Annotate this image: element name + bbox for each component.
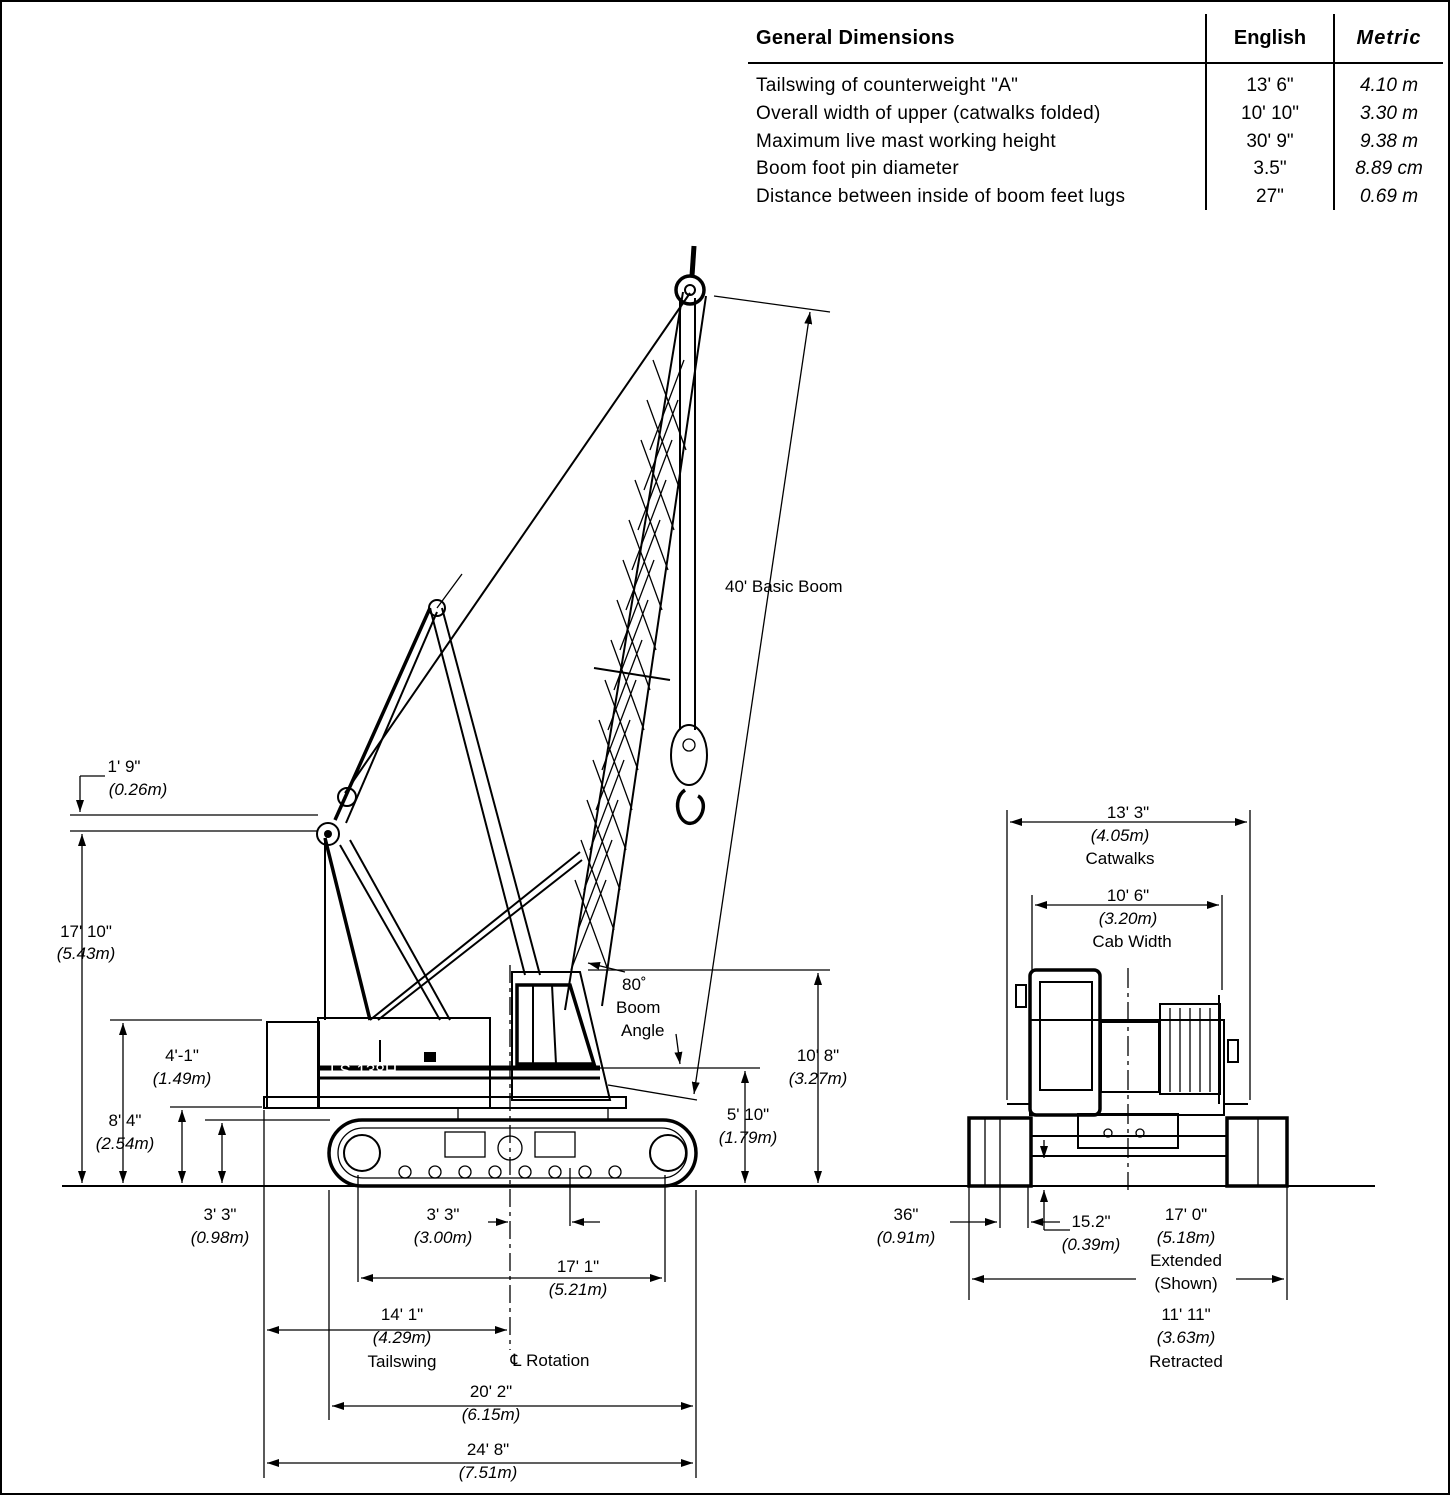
cab-height-metric: (3.27m)	[789, 1069, 848, 1088]
model-plate: LS-138H	[330, 1061, 397, 1080]
row-metric: 0.69 m	[1359, 185, 1419, 207]
gauge-retracted-label: Retracted	[1149, 1352, 1223, 1371]
side-dimension-lines	[70, 295, 831, 1478]
gauge-retracted-english: 11' 11"	[1161, 1305, 1210, 1324]
front-view-crane	[967, 968, 1289, 1190]
table-row: Overall width of upper (catwalks folded)…	[748, 99, 1443, 128]
gauge-shown-label: (Shown)	[1154, 1274, 1217, 1293]
mast-height-english: 17' 10"	[60, 922, 112, 941]
cab-height-english: 10' 8"	[797, 1046, 839, 1065]
table-row: Tailswing of counterweight "A" 13' 6" 4.…	[748, 63, 1443, 100]
row-metric: 9.38 m	[1359, 130, 1419, 152]
tumbler-distance-english: 17' 1"	[557, 1257, 599, 1276]
gauge-retracted-metric: (3.63m)	[1157, 1328, 1216, 1347]
row-english: 10' 10"	[1206, 99, 1335, 128]
crawler-track	[327, 1118, 698, 1188]
gauge-extended-english: 17' 0"	[1165, 1205, 1207, 1224]
tailswing-label: Tailswing	[368, 1352, 437, 1371]
rotation-centerline-label: ℄ Rotation	[510, 1351, 590, 1370]
track-length-metric: (6.15m)	[462, 1405, 521, 1424]
boom-angle-value: 80˚	[622, 975, 647, 994]
table-row: Distance between inside of boom feet lug…	[748, 182, 1443, 210]
rotation-offset-metric: (3.00m)	[414, 1228, 473, 1247]
general-dimensions-table: General Dimensions English Metric Tailsw…	[748, 14, 1443, 210]
boom-lattice	[570, 359, 687, 971]
tailswing-metric: (4.29m)	[373, 1328, 432, 1347]
front-dimension-lines	[950, 810, 1288, 1300]
side-view-crane: LS-138H	[263, 245, 708, 1188]
row-metric: 3.30 m	[1359, 103, 1419, 125]
table-row: Boom foot pin diameter 3.5" 8.89 cm	[748, 154, 1443, 183]
hook-block	[670, 724, 708, 786]
overall-length-english: 24' 8"	[467, 1440, 509, 1459]
cab-width-label: Cab Width	[1092, 932, 1171, 951]
track-shoe-english: 36"	[894, 1205, 919, 1224]
row-name: Tailswing of counterweight "A"	[748, 63, 1207, 100]
counterweight-height-english: 4'-1"	[165, 1046, 199, 1065]
tumbler-distance-metric: (5.21m)	[549, 1280, 608, 1299]
mast-height-metric: (5.43m)	[57, 944, 116, 963]
row-name: Boom foot pin diameter	[748, 154, 1207, 183]
row-name: Overall width of upper (catwalks folded)	[748, 99, 1207, 128]
mast-top-metric: (0.26m)	[109, 780, 168, 799]
row-english: 30' 9"	[1206, 127, 1335, 155]
operator-cab	[511, 971, 612, 1101]
front-upper	[1029, 1019, 1225, 1116]
row-english: 13' 6"	[1206, 63, 1335, 100]
table-row: Maximum live mast working height 30' 9" …	[748, 127, 1443, 155]
right-crawler	[1225, 1116, 1289, 1188]
catwalks-english: 13' 3"	[1107, 803, 1149, 822]
ground-clearance-metric: (0.98m)	[191, 1228, 250, 1247]
row-metric: 4.10 m	[1359, 75, 1419, 97]
cab-width-metric: (3.20m)	[1099, 909, 1158, 928]
boom-angle-label-2: Angle	[621, 1021, 664, 1040]
mast-top-english: 1' 9"	[108, 757, 141, 776]
row-name: Maximum live mast working height	[748, 127, 1207, 155]
rotation-offset-english: 3' 3"	[427, 1205, 460, 1224]
catwalks-label: Catwalks	[1086, 849, 1155, 868]
boom-point-sheave	[674, 274, 706, 306]
row-name: Distance between inside of boom feet lug…	[748, 182, 1207, 210]
carbody-clearance-english: 15.2"	[1071, 1212, 1110, 1231]
tailswing-english: 14' 1"	[381, 1305, 423, 1324]
table-header-row: General Dimensions English Metric	[748, 14, 1443, 64]
catwalks-metric: (4.05m)	[1091, 826, 1150, 845]
counterweight-height-metric: (1.49m)	[153, 1069, 212, 1088]
ground-clearance-english: 3' 3"	[204, 1205, 237, 1224]
gauge-extended-metric: (5.18m)	[1157, 1228, 1216, 1247]
boom-foot-height-english: 5' 10"	[727, 1105, 769, 1124]
upper-height-metric: (2.54m)	[96, 1134, 155, 1153]
table-header-metric: Metric	[1334, 14, 1443, 64]
row-metric: 8.89 cm	[1355, 158, 1423, 180]
overall-length-metric: (7.51m)	[459, 1463, 518, 1482]
table-header-english: English	[1206, 14, 1335, 64]
table-header-name: General Dimensions	[748, 14, 1207, 64]
track-length-english: 20' 2"	[470, 1382, 512, 1401]
boom-foot-height-metric: (1.79m)	[719, 1128, 778, 1147]
boom-angle-label-1: Boom	[616, 998, 660, 1017]
upper-height-english: 8' 4"	[109, 1111, 142, 1130]
carbody-clearance-metric: (0.39m)	[1062, 1235, 1121, 1254]
row-english: 27"	[1206, 182, 1335, 210]
row-english: 3.5"	[1206, 154, 1335, 183]
cab-width-english: 10' 6"	[1107, 886, 1149, 905]
gauge-extended-label: Extended	[1150, 1251, 1222, 1270]
track-shoe-metric: (0.91m)	[877, 1228, 936, 1247]
boom-length-label: 40' Basic Boom	[725, 577, 843, 596]
